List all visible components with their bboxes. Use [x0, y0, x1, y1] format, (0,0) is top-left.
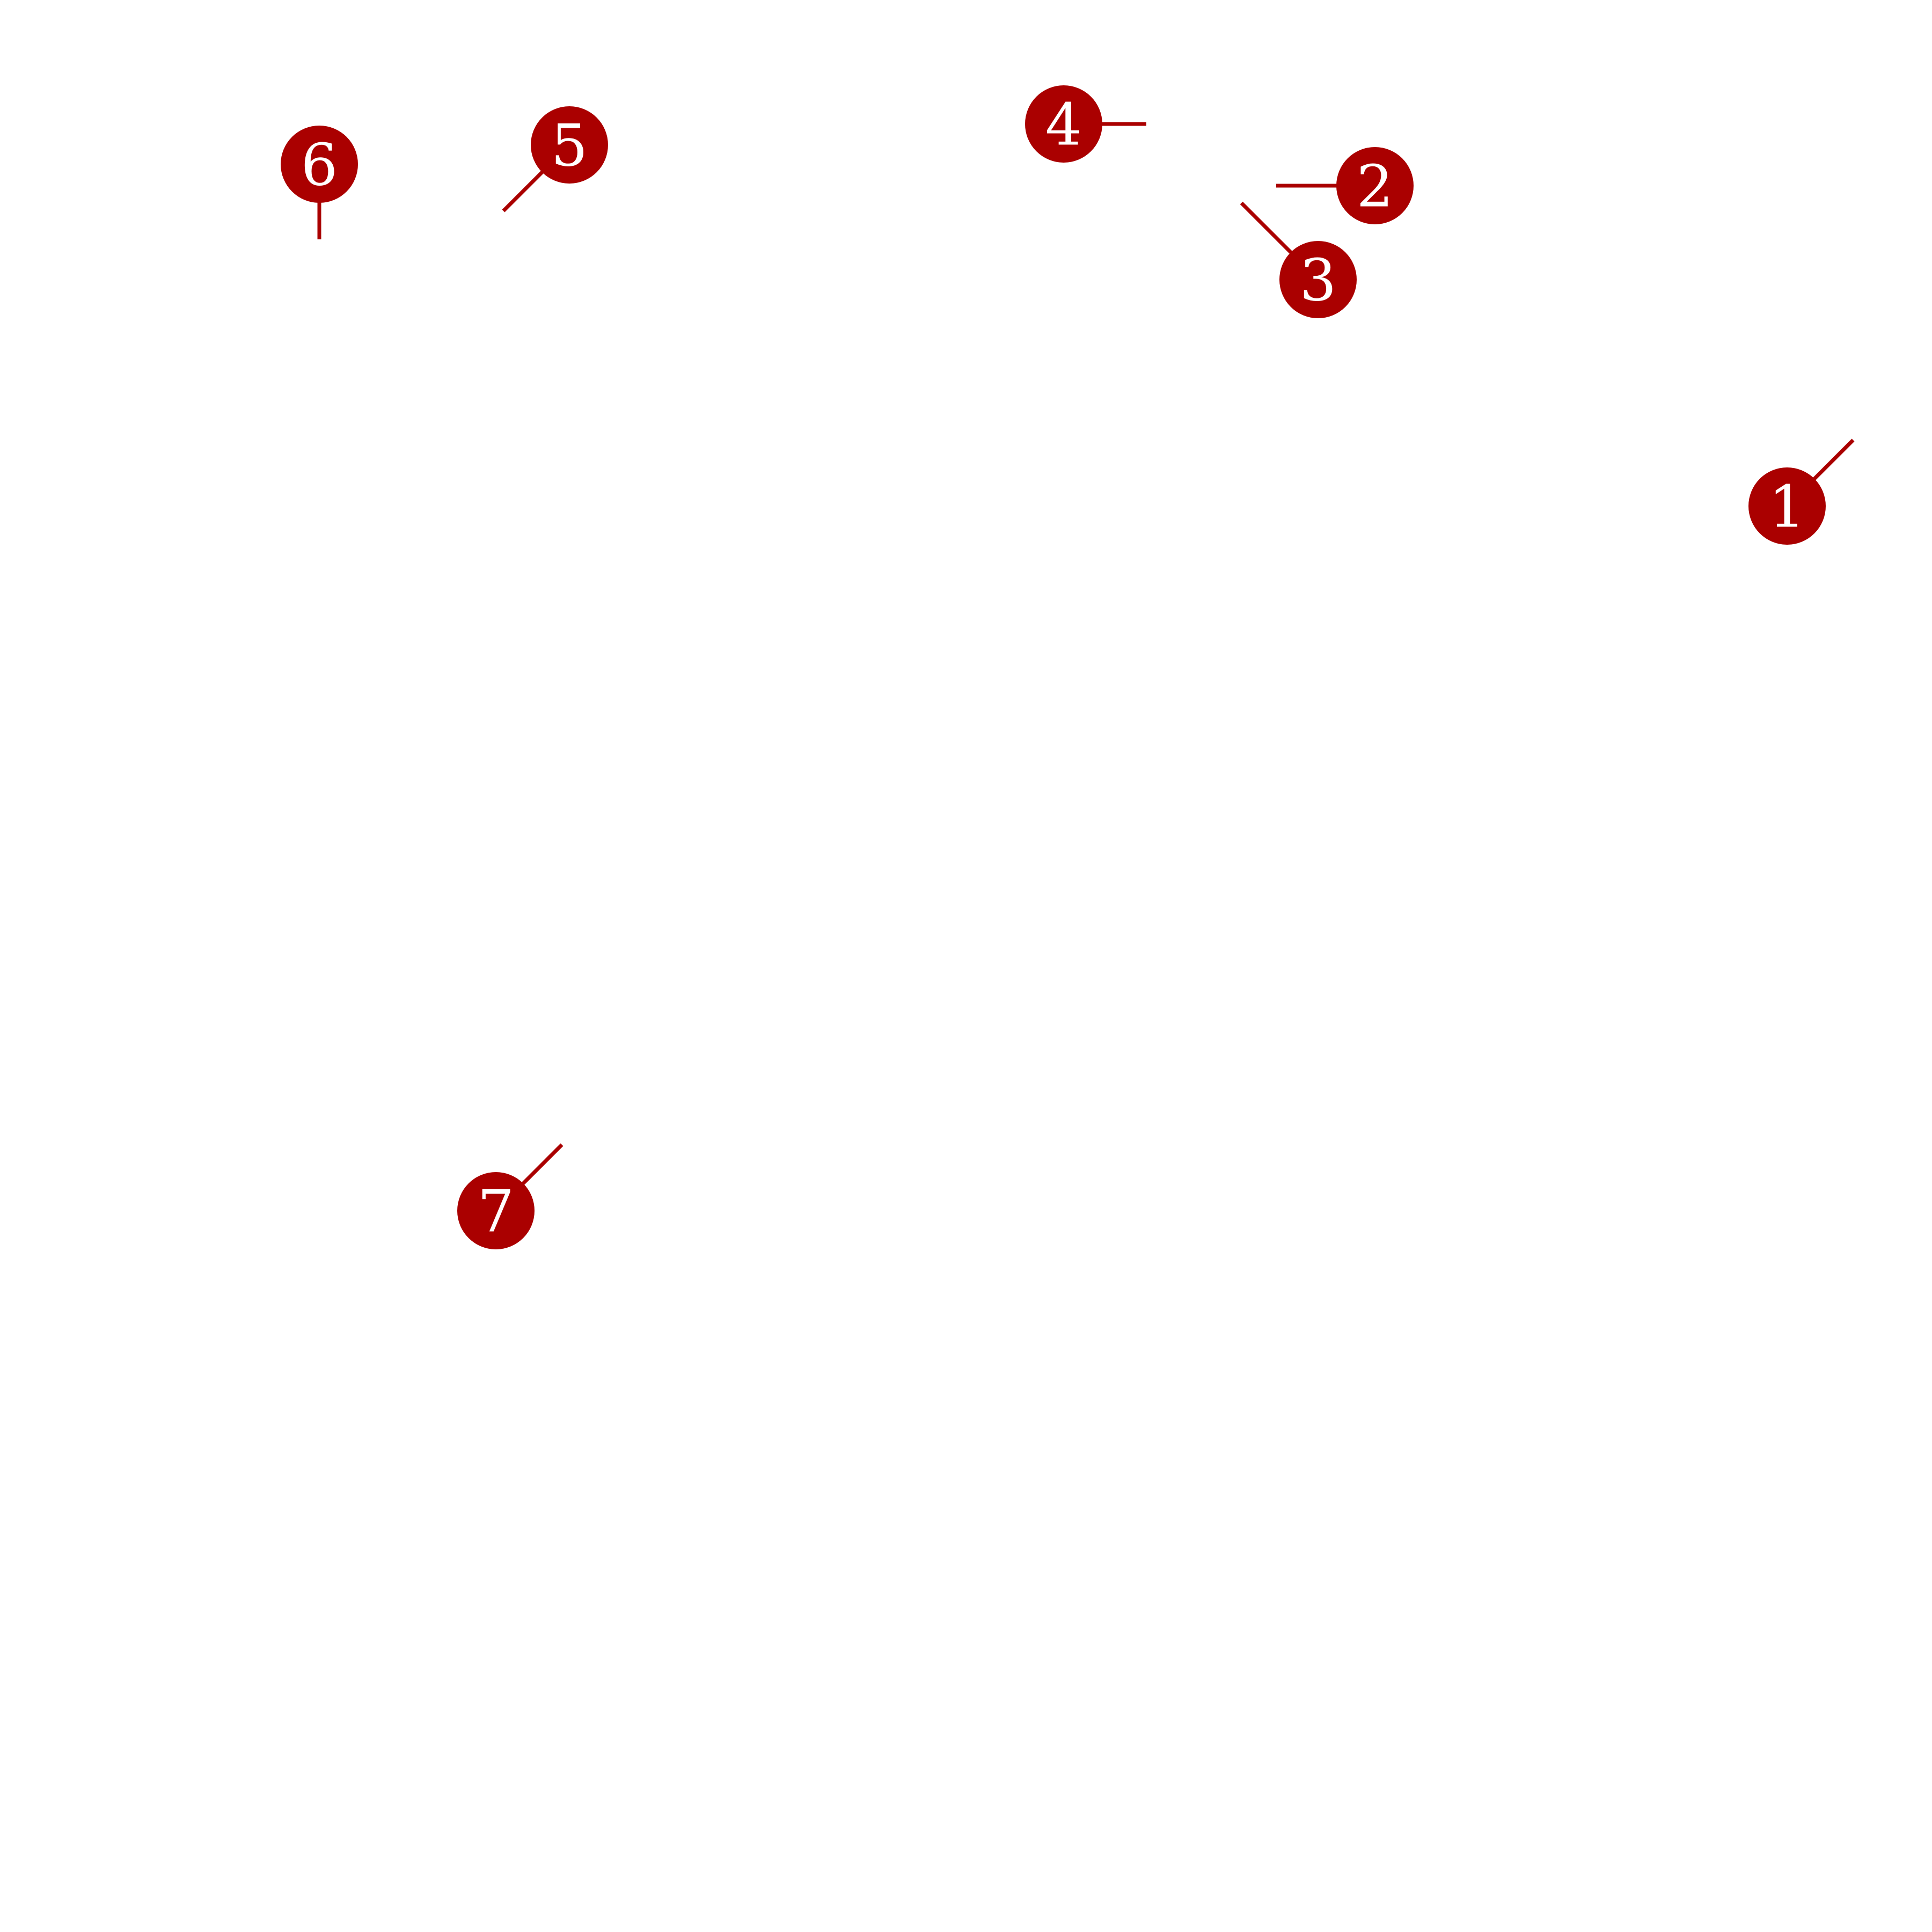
marker-number-label: 5 [551, 113, 588, 180]
marker-number-label: 6 [301, 132, 338, 199]
marker-circle [281, 126, 358, 203]
marker-number-label: 1 [1769, 474, 1806, 541]
marker-number-label: 3 [1300, 247, 1337, 314]
callout-marker: 6 [281, 126, 358, 239]
marker-number-label: 4 [1045, 92, 1082, 159]
marker-circle [1336, 147, 1414, 224]
leader-line [1811, 438, 1855, 482]
callout-marker: 1 [1748, 438, 1855, 545]
marker-circle [457, 1172, 535, 1249]
marker-number-label: 2 [1357, 153, 1394, 221]
leader-line [1240, 201, 1294, 256]
callout-marker: 3 [1240, 201, 1357, 318]
marker-circle [531, 106, 608, 184]
leader-line [519, 1143, 564, 1187]
marker-circle [1025, 85, 1102, 163]
callout-marker: 7 [457, 1143, 564, 1249]
callout-marker: 2 [1276, 147, 1414, 224]
marker-circle [1279, 241, 1357, 318]
marker-number-label: 7 [478, 1179, 515, 1246]
leader-line [502, 169, 546, 213]
marker-circle [1748, 467, 1826, 545]
callout-marker: 4 [1025, 85, 1146, 163]
callout-marker: 5 [502, 106, 608, 213]
